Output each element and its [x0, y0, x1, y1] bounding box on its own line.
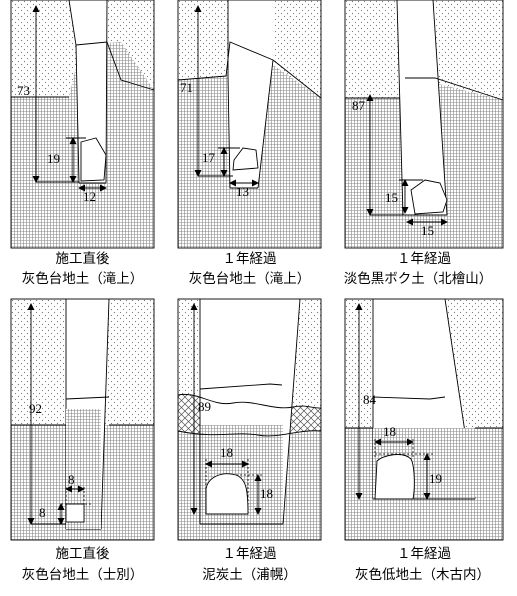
- depth-label: 84: [363, 392, 377, 407]
- cavity-width-label: 13: [236, 184, 249, 199]
- caption-6-line2: 灰色低地土（木古内）: [355, 567, 490, 583]
- panel-5: 89 18 18: [177, 298, 322, 541]
- caption-4-line1: 施工直後: [55, 546, 110, 562]
- caption-3-line2: 淡色黒ボク土（北檜山）: [343, 271, 493, 287]
- caption-6-line1: １年経過: [397, 546, 451, 562]
- depth-label: 71: [180, 80, 193, 95]
- cavity-height-label: 15: [385, 190, 398, 205]
- depth-label: 92: [29, 401, 42, 416]
- panel-3: 87 15 15: [344, 0, 504, 249]
- cavity-width-label: 15: [421, 223, 434, 238]
- caption-1-line1: 施工直後: [55, 251, 110, 267]
- cavity-width-label: 12: [83, 189, 96, 204]
- caption-2-line2: 灰色台地土（滝上）: [188, 271, 311, 287]
- cavity-width-label: 18: [220, 445, 233, 460]
- caption-2-line1: １年経過: [222, 251, 277, 267]
- caption-5-line1: １年経過: [222, 546, 277, 562]
- cavity-height-label: 17: [202, 150, 216, 165]
- depth-label: 87: [352, 98, 366, 113]
- depth-label: 73: [17, 83, 30, 98]
- caption-5-line2: 泥炭土（浦幌）: [202, 567, 297, 583]
- caption-3-line1: １年経過: [397, 251, 451, 267]
- panel-4: 92 8 8: [10, 298, 155, 541]
- panel-1: 73 19 12: [10, 0, 155, 249]
- cavity-width-label: 8: [68, 472, 75, 487]
- caption-1-line2: 灰色台地土（滝上）: [21, 271, 144, 287]
- cavity-height-label: 19: [47, 151, 60, 166]
- panel-2: 71 17 13: [177, 0, 322, 249]
- cavity-height-label: 8: [39, 505, 46, 520]
- caption-4-line2: 灰色台地土（士別）: [21, 567, 144, 583]
- cavity-height-label: 19: [429, 471, 442, 486]
- panel-6: 84 18 19: [344, 298, 504, 541]
- depth-label: 89: [198, 399, 211, 414]
- cavity-height-label: 18: [260, 486, 273, 501]
- cavity-width-label: 18: [383, 424, 396, 439]
